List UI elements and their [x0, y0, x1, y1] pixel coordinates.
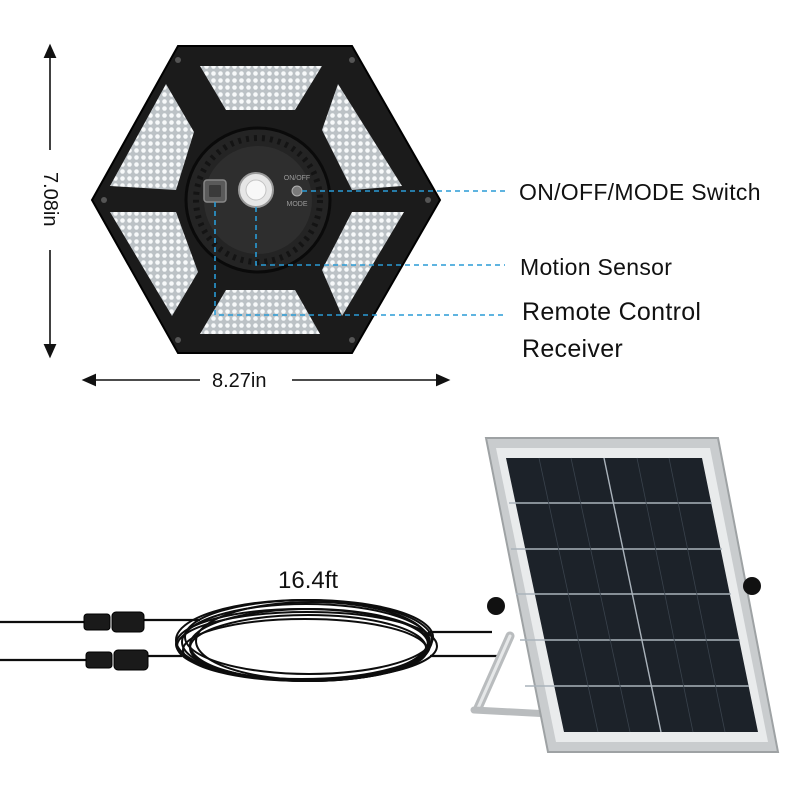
- button-label-top: ON/OFF: [284, 175, 310, 182]
- mode-switch-button: [291, 185, 303, 197]
- cable-assembly: [0, 599, 500, 682]
- led-panels: [110, 66, 404, 334]
- screw: [175, 337, 181, 343]
- screw: [425, 197, 431, 203]
- led-panel-top: [200, 66, 322, 110]
- motion-callout-label: Motion Sensor: [520, 254, 673, 280]
- stand-foot: [470, 706, 554, 718]
- callout-lines: [214, 190, 505, 316]
- solar-panel: [470, 437, 780, 753]
- height-dimension-label: 7.08in: [39, 172, 61, 227]
- led-panel-bottom-left: [110, 212, 198, 316]
- connector-lower-right: [113, 649, 149, 671]
- switch-callout-label: ON/OFF/MODE Switch: [519, 179, 761, 205]
- led-panel-bottom: [200, 290, 320, 334]
- connector-upper-right: [111, 611, 145, 633]
- control-hub-ring: [193, 135, 323, 265]
- cable-length-label: 16.4ft: [278, 567, 339, 594]
- callout-line-remote: [214, 202, 505, 316]
- adjust-knob-right: [743, 577, 761, 595]
- led-panel-top-left: [110, 84, 194, 190]
- hexagon-light: ON/OFF MODE: [90, 45, 442, 354]
- callout-line-motion: [255, 207, 505, 266]
- width-dimension-label: 8.27in: [212, 370, 267, 392]
- button-label-bottom: MODE: [287, 201, 308, 208]
- connectors: [83, 611, 149, 671]
- adjust-knob-left: [487, 597, 505, 615]
- solar-cell-fingers: [538, 457, 726, 733]
- screw: [101, 197, 107, 203]
- connector-upper-left: [83, 613, 111, 631]
- led-panel-bottom-right: [322, 212, 404, 316]
- coiled-cable: [175, 599, 438, 682]
- screw: [349, 337, 355, 343]
- connector-lower-left: [85, 651, 113, 669]
- dimension-arrows: [43, 43, 451, 387]
- remote-callout-label-line1: Remote Control: [522, 298, 702, 326]
- screw: [349, 57, 355, 63]
- motion-sensor-lens: [245, 179, 267, 201]
- screw: [175, 57, 181, 63]
- remote-receiver-window: [209, 185, 221, 197]
- remote-callout-label-line2: Receiver: [522, 335, 624, 363]
- led-panel-top-right: [322, 84, 402, 190]
- stand-leg-edge: [476, 634, 512, 710]
